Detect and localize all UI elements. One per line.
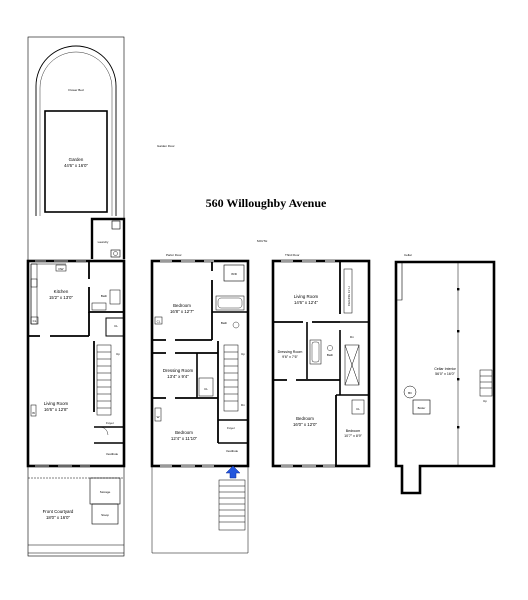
garden-stair-up: Up: [116, 352, 120, 356]
garden-label: Garden: [69, 157, 84, 162]
parlor-walls: [150, 259, 250, 468]
garden-stair: [96, 344, 112, 416]
cellar-stair: [479, 369, 493, 397]
flower-bed-arch: [35, 45, 117, 216]
third-living-label: Living Room: [294, 294, 319, 299]
courtyard-label: Front Courtyard: [43, 509, 74, 514]
parlor-bedroom2-dims: 12'4" x 11'10": [171, 436, 198, 441]
parlor-vestibule-label: Vestibule: [226, 449, 239, 453]
page-title: 560 Willoughby Avenue: [206, 196, 327, 210]
parlor-stair-up: Up: [241, 352, 245, 356]
garden-closet-label: CL: [114, 324, 118, 328]
third-living-dims: 14'6" x 12'4": [294, 300, 319, 305]
garden-living-label: Living Room: [44, 401, 69, 406]
parlor-closet2-label: CL: [204, 387, 208, 391]
third-bedroom1-label: Bedroom: [296, 416, 314, 421]
third-stair: [344, 344, 360, 386]
parlor-floor-plan: W/D Bath Bedroom 16'8" x 12'7" CL CL Dre…: [150, 259, 250, 554]
orientation-label: SOUTH: [257, 239, 268, 243]
third-floor-header: Third Floor: [285, 253, 300, 257]
cellar-walls: [394, 260, 496, 495]
garden-house-walls: [26, 259, 126, 468]
garden-dims: 44'6" x 16'0": [64, 163, 89, 168]
third-bedroom2-dims: 10'7" x 8'9": [344, 434, 362, 438]
parlor-bedroom2-label: Bedroom: [175, 430, 193, 435]
garden-floor-plan: Flower Bed Garden 44'6" x 16'0" Laundry …: [26, 36, 126, 557]
parlor-foyer-label: Foyer: [227, 426, 235, 430]
garden-bath-label: Bath: [101, 294, 108, 298]
storage-label: Storage: [100, 490, 111, 494]
parlor-bedroom1-label: Bedroom: [173, 303, 191, 308]
parlor-wd-label: W/D: [231, 272, 238, 276]
cellar-stair-up: Up: [483, 399, 487, 403]
svg-text:W: W: [157, 415, 160, 419]
third-stair-dn: Dn: [350, 335, 354, 339]
cellar-plan: Cellar Interior 56'0" x 16'0" Blr Boiler…: [394, 260, 496, 495]
garden-floor-header: Garden Floor: [157, 144, 175, 148]
kitchen-closet-label: CL: [33, 319, 37, 323]
flower-bed-label: Flower Bed: [68, 88, 84, 92]
stoop-label: Stoop: [101, 513, 109, 517]
parlor-dressing-dims: 13'4" x 9'4": [167, 374, 189, 379]
parlor-stair: [223, 344, 239, 412]
garden-area: [44, 110, 108, 213]
cellar-blr-label: Blr: [408, 391, 412, 395]
third-closet-label: CL: [356, 407, 360, 411]
third-ceiling-note: CEILING 11' H: [347, 286, 351, 306]
parlor-bath-label: Bath: [221, 321, 228, 325]
garden-fireplace: W: [32, 411, 35, 415]
entry-arrow-icon: [225, 465, 241, 479]
svg-text:DW: DW: [59, 267, 64, 271]
third-dressing-label: Dressing Room: [278, 350, 303, 354]
courtyard-dims: 18'0" x 16'0": [46, 515, 71, 520]
parlor-dressing-label: Dressing Room: [163, 368, 194, 373]
parlor-bedroom1-dims: 16'8" x 12'7": [170, 309, 195, 314]
garden-vestibule-label: Vestibule: [106, 452, 119, 456]
third-bedroom1-dims: 16'0" x 12'0": [293, 422, 318, 427]
third-walls: [271, 259, 371, 468]
parlor-floor-header: Parlor Floor: [166, 253, 182, 257]
garden-foyer-label: Foyer: [106, 421, 114, 425]
third-bedroom2-label: Bedroom: [346, 429, 361, 433]
parlor-closet1-label: CL: [157, 320, 161, 324]
cellar-interior-label: Cellar Interior: [434, 367, 456, 371]
third-dressing-dims: 9'6" x 7'6": [282, 355, 298, 359]
parlor-stair-dn: Dn: [241, 403, 245, 407]
third-bath-label: Bath: [327, 353, 334, 357]
kitchen-dims: 15'2" x 13'0": [49, 295, 74, 300]
kitchen-label: Kitchen: [54, 289, 69, 294]
third-floor-plan: Living Room 14'6" x 12'4" CEILING 11' H …: [271, 259, 371, 468]
cellar-boiler-label: Boiler: [418, 406, 426, 410]
laundry-label: Laundry: [98, 240, 109, 244]
garden-living-dims: 16'6" x 12'8": [44, 407, 69, 412]
cellar-interior-dims: 56'0" x 16'0": [435, 372, 455, 376]
stoop-stairs: [218, 479, 246, 531]
cellar-header: Cellar: [404, 253, 412, 257]
